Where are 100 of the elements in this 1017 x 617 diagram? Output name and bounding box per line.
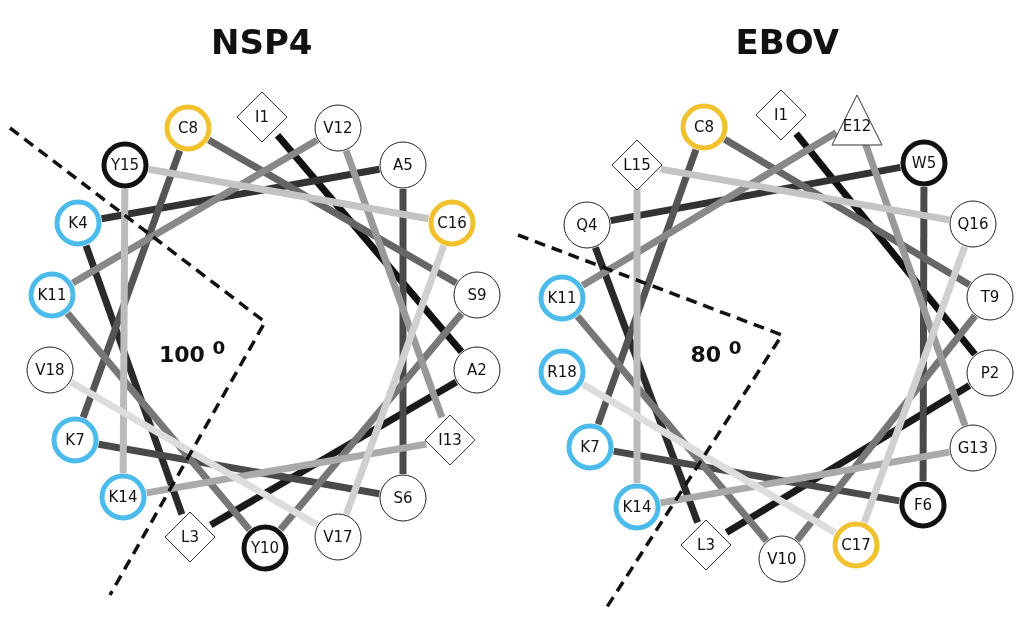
helix-connector (342, 244, 448, 516)
residue-label: A5 (393, 156, 413, 174)
residue-circle (949, 424, 997, 472)
helix-connector (64, 311, 253, 532)
residue-label: L3 (697, 536, 715, 554)
helix-connector (70, 137, 320, 286)
residue-label: Q4 (576, 216, 598, 234)
residue-circle (314, 104, 362, 152)
helix-connector (101, 165, 380, 223)
residue-label: S6 (393, 489, 413, 507)
helix-connector (399, 189, 407, 474)
residue-circle (899, 481, 947, 529)
residue-circle (54, 199, 102, 247)
residue-label: V12 (323, 119, 353, 137)
residue-diamond (611, 139, 663, 191)
helix-connector (660, 448, 950, 507)
residue-label: P2 (980, 364, 1000, 382)
residue-label: K11 (547, 289, 577, 307)
helix-connector (660, 165, 950, 224)
residue-circle (99, 473, 147, 521)
residue-label: I1 (774, 106, 788, 124)
residue-label: I13 (438, 431, 462, 449)
residue-circle (832, 521, 880, 569)
residue-label: K7 (580, 438, 600, 456)
residue-circle (966, 273, 1014, 321)
helix-connector (794, 313, 978, 543)
helix-connector (342, 149, 446, 419)
residue-circle (538, 274, 586, 322)
residue-label: A2 (467, 361, 487, 379)
residue-label: W5 (911, 154, 937, 172)
residue-circle (379, 474, 427, 522)
residue-diamond (164, 511, 216, 563)
helix-connector (98, 440, 380, 498)
helix-connector (82, 244, 186, 516)
wheel-title: EBOV (735, 22, 839, 62)
residue-label: S9 (467, 286, 487, 304)
helix-connector (277, 311, 465, 532)
helix-connector (148, 165, 429, 223)
residue-label: K11 (37, 286, 67, 304)
helix-connector (724, 382, 972, 536)
residue-label: V17 (323, 528, 353, 546)
residue-circle (453, 346, 501, 394)
residue-diamond (236, 91, 288, 143)
residue-circle (563, 201, 611, 249)
residue-circle (566, 423, 614, 471)
residue-circle (900, 139, 948, 187)
residue-label: V10 (767, 550, 797, 568)
residue-circle (314, 513, 362, 561)
residue-diamond (680, 519, 732, 571)
residue-circle (164, 104, 212, 152)
wheel-title: NSP4 (211, 22, 313, 62)
residue-triangle (831, 94, 883, 146)
residue-circle (680, 103, 728, 151)
helix-connector (79, 149, 184, 419)
residue-label: L15 (623, 156, 651, 174)
residue-label: C16 (437, 214, 467, 232)
residue-label: K14 (622, 498, 652, 516)
residue-circle (51, 416, 99, 464)
residue-label: Q16 (957, 215, 989, 233)
residue-label: T9 (980, 288, 1000, 306)
residue-diamond (755, 89, 807, 141)
helix-connector (209, 379, 458, 528)
helix-connector (274, 133, 465, 354)
residue-label: K14 (108, 488, 138, 506)
residue-diamond (424, 414, 476, 466)
residue-label: R18 (547, 363, 577, 381)
residue-label: C8 (178, 119, 198, 137)
residue-label: Y10 (250, 539, 280, 557)
residue-circle (966, 349, 1014, 397)
residue-circle (758, 535, 806, 583)
residue-label: Y15 (110, 156, 140, 174)
residue-circle (538, 348, 586, 396)
residue-label: F6 (913, 496, 933, 514)
angle-label: 100 $^{0}$ (159, 337, 226, 368)
helix-connector (592, 246, 701, 524)
helix-connector (722, 136, 972, 288)
helix-connector (207, 136, 458, 287)
helix-connector (860, 245, 969, 524)
residue-label: C8 (694, 118, 714, 136)
helix-connector (69, 379, 319, 528)
helix-connector (119, 188, 129, 474)
residue-label: K4 (68, 214, 88, 232)
residue-circle (428, 199, 476, 247)
helix-connector (580, 381, 838, 536)
residue-circle (949, 200, 997, 248)
residue-circle (613, 483, 661, 531)
angle-label: 80 $^{0}$ (690, 337, 742, 368)
helix-connector (613, 447, 900, 505)
helix-connector (146, 440, 427, 497)
residue-circle (28, 271, 76, 319)
residue-circle (453, 271, 501, 319)
residue-circle (379, 141, 427, 189)
residue-label: I1 (255, 108, 269, 126)
residue-label: K7 (65, 431, 85, 449)
residue-label: G13 (957, 439, 989, 457)
helix-connector (594, 148, 700, 426)
residue-circle (241, 524, 289, 572)
residue-circle (101, 141, 149, 189)
residue-label: C17 (841, 536, 871, 554)
residue-circle (26, 346, 74, 394)
